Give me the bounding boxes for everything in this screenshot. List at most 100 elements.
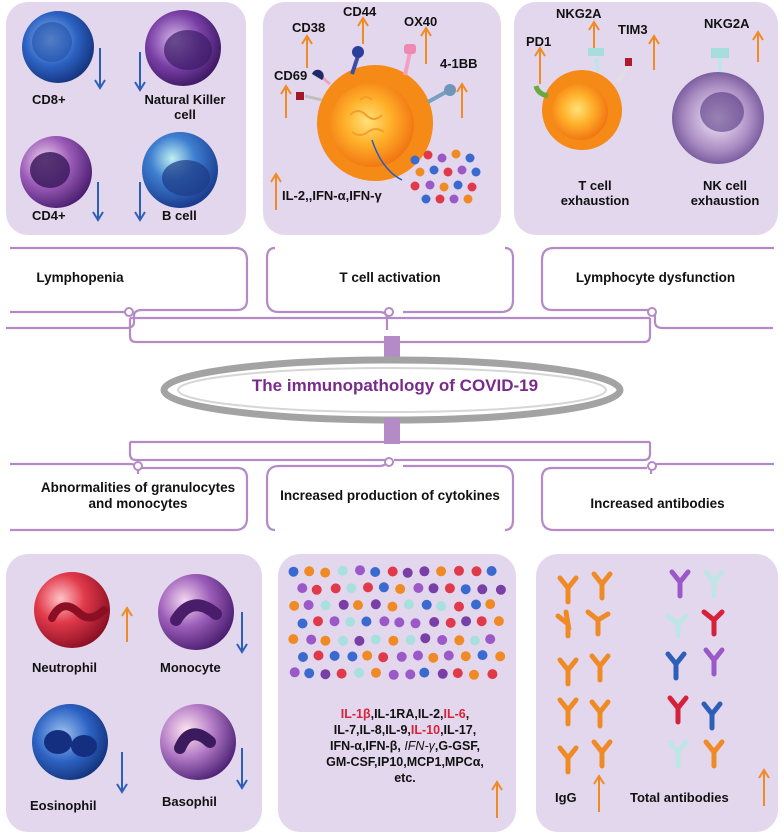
cytokine-dot: [371, 667, 381, 678]
cytokine-dot: [362, 650, 373, 661]
cytokine-dot: [445, 617, 456, 628]
cytokine-text-part: IL-1β: [340, 707, 371, 721]
cytokine-dot: [320, 567, 331, 578]
cytokine-dot: [460, 651, 471, 662]
cytokine-dot: [395, 584, 406, 594]
marker-nkg2a-nk: NKG2A: [704, 16, 750, 31]
cytokine-dot: [419, 566, 430, 577]
cytokine-dot: [288, 566, 299, 577]
cytokine-dot: [405, 634, 416, 645]
cytokine-dot: [289, 600, 300, 611]
t-exhaustion-label: T cell exhaustion: [560, 178, 630, 208]
bottom-stem: [384, 418, 400, 444]
category-t-activation: T cell activation: [339, 270, 441, 285]
cytokine-dot: [320, 600, 331, 611]
cytokine-dot: [420, 633, 431, 644]
category-cytokines: Increased production of cytokines: [280, 488, 500, 503]
cytokine-dot: [378, 582, 389, 593]
cytokine-dot: [493, 616, 504, 627]
marker-nkg2a-t: NKG2A: [556, 6, 602, 21]
category-antibodies: Increased antibodies: [590, 496, 725, 511]
cytokine-dot: [443, 650, 454, 661]
cytokine-dot: [289, 667, 300, 678]
cytokine-text-part: IL-6: [443, 707, 466, 721]
monocyte-label: Monocyte: [160, 660, 221, 675]
cytokine-dot: [320, 635, 331, 646]
cytokine-dot: [338, 599, 349, 610]
cytokine-dot: [297, 583, 308, 594]
cytokine-dot: [402, 567, 413, 578]
cytokine-dot: [485, 599, 496, 610]
marker-tim3: TIM3: [618, 22, 648, 37]
cytokine-dot: [444, 583, 455, 594]
category-granulocytes: Abnormalities of granulocytes and monocy…: [40, 480, 236, 511]
cytokine-dot: [486, 566, 497, 576]
cytokine-dot: [303, 600, 314, 610]
cytokine-text-part: GM-CSF,IP10,MCP1,MPCα,: [326, 755, 484, 769]
marker-cd44: CD44: [343, 4, 377, 19]
page-title: The immunopathology of COVID-19: [251, 376, 539, 395]
cytokine-text-part: ,IL-17,: [440, 723, 477, 737]
cytokine-dot: [379, 616, 390, 627]
antibody-panel: [536, 554, 778, 832]
cytokine-dot: [477, 650, 488, 661]
cytokine-dot: [396, 651, 407, 662]
cytokine-dot: [354, 667, 364, 678]
cytokine-dot: [370, 567, 381, 577]
cytokine-dot: [363, 582, 373, 593]
cytokine-dot: [320, 669, 331, 680]
cytokine-dot: [337, 565, 348, 576]
cytokine-dot: [469, 669, 479, 680]
cytokine-dot: [461, 616, 472, 627]
cytokine-dot: [469, 635, 480, 646]
cytokine-text-part: ,G-GSF,: [434, 739, 481, 753]
cytokine-dot: [347, 651, 358, 662]
cytokine-dot: [419, 667, 430, 678]
cytokine-text-part: ,: [465, 707, 470, 721]
nk-cell-label: Natural Killer cell: [144, 92, 226, 122]
cytokine-text-part: etc.: [394, 771, 416, 785]
cytokine-dot: [387, 566, 398, 577]
marker-ox40: OX40: [404, 14, 438, 29]
cytokine-dot: [313, 650, 324, 661]
cytokine-dot: [336, 668, 347, 679]
cytokine-dot: [370, 599, 381, 610]
cytokine-dot: [361, 616, 372, 627]
cytokine-dot: [495, 584, 506, 595]
total-antibodies-label: Total antibodies: [630, 790, 729, 805]
cytokine-dot: [304, 668, 315, 679]
cytokine-dot: [495, 651, 506, 662]
eosinophil-label: Eosinophil: [30, 798, 97, 813]
category-lymphopenia: Lymphopenia: [36, 270, 124, 285]
t-activation-cytokines: IL-2,,IFN-α,IFN-γ: [282, 188, 382, 203]
cytokine-dot: [388, 635, 399, 646]
cytokine-dot: [387, 601, 398, 612]
antibodies-igg: [555, 571, 613, 775]
basophil-icon: [160, 704, 236, 780]
cytokine-dot: [288, 634, 299, 645]
cytokine-dot: [437, 668, 448, 679]
cytokine-dot: [437, 635, 448, 645]
cytokine-dot: [346, 583, 357, 594]
cytokine-dot: [304, 566, 315, 577]
cytokine-dot: [394, 617, 405, 628]
cytokine-dot: [354, 635, 365, 646]
b-cell-label: B cell: [162, 208, 197, 223]
cytokine-dot: [454, 565, 464, 576]
cytokine-dot: [421, 599, 432, 610]
cytokine-dot: [471, 566, 482, 577]
cytokine-dot: [436, 566, 447, 577]
cytokine-dot: [471, 599, 481, 610]
cytokine-dot: [428, 652, 439, 663]
cytokine-list: IL-1β,IL-1RA,IL-2,IL-6,IL-7,IL-8,IL-9,IL…: [295, 706, 515, 786]
cytokine-dot: [403, 599, 414, 610]
cytokine-dot: [436, 601, 446, 612]
monocyte-icon: [158, 574, 234, 650]
cytokine-dot: [476, 616, 487, 627]
cytokine-dot: [487, 669, 498, 680]
marker-cd38: CD38: [292, 20, 326, 35]
cytokine-dot: [329, 616, 340, 627]
cytokine-dot: [345, 616, 356, 627]
cytokine-dot: [405, 669, 416, 680]
